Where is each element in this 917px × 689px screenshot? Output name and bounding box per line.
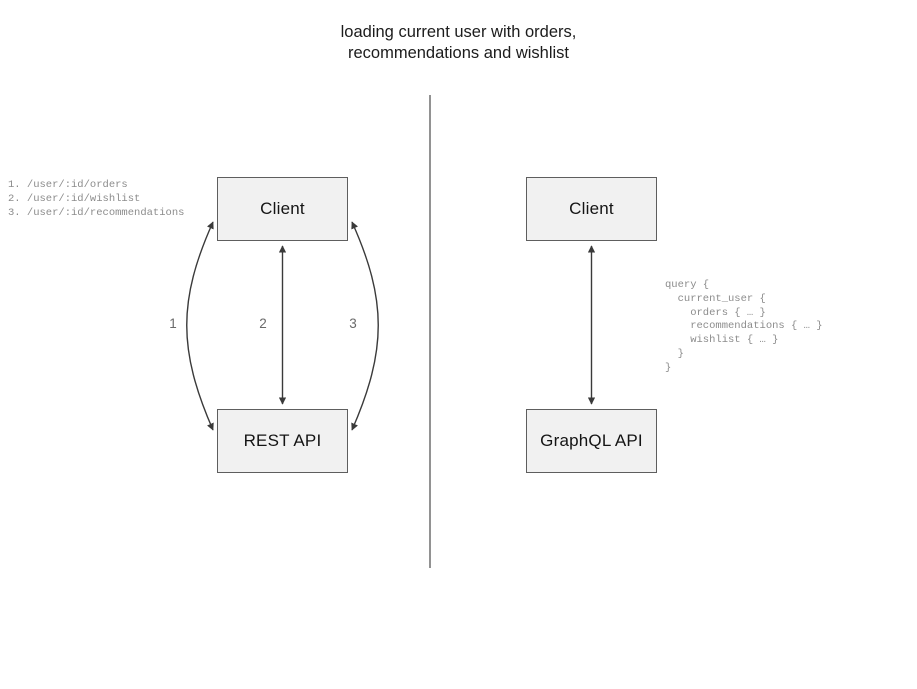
page-title: loading current user with orders, recomm… xyxy=(340,23,577,62)
node-graphql-api-label: GraphQL API xyxy=(540,431,643,450)
node-graphql-client-label: Client xyxy=(569,199,614,218)
edge-label-3: 3 xyxy=(349,316,357,331)
rest-edge-3-curve xyxy=(351,221,379,431)
node-graphql-api[interactable]: GraphQL API xyxy=(526,409,657,473)
rest-endpoint-list: 1. /user/:id/orders 2. /user/:id/wishlis… xyxy=(8,179,185,219)
edge-label-2: 2 xyxy=(259,316,267,331)
edge-label-1: 1 xyxy=(169,316,177,331)
node-rest-client-label: Client xyxy=(260,199,305,218)
node-rest-api[interactable]: REST API xyxy=(217,409,348,473)
node-graphql-client[interactable]: Client xyxy=(526,177,657,241)
graphql-query-block: query { current_user { orders { … } reco… xyxy=(665,279,823,374)
node-rest-api-label: REST API xyxy=(243,431,322,450)
node-rest-client[interactable]: Client xyxy=(217,177,348,241)
rest-edge-1-curve xyxy=(186,221,214,431)
